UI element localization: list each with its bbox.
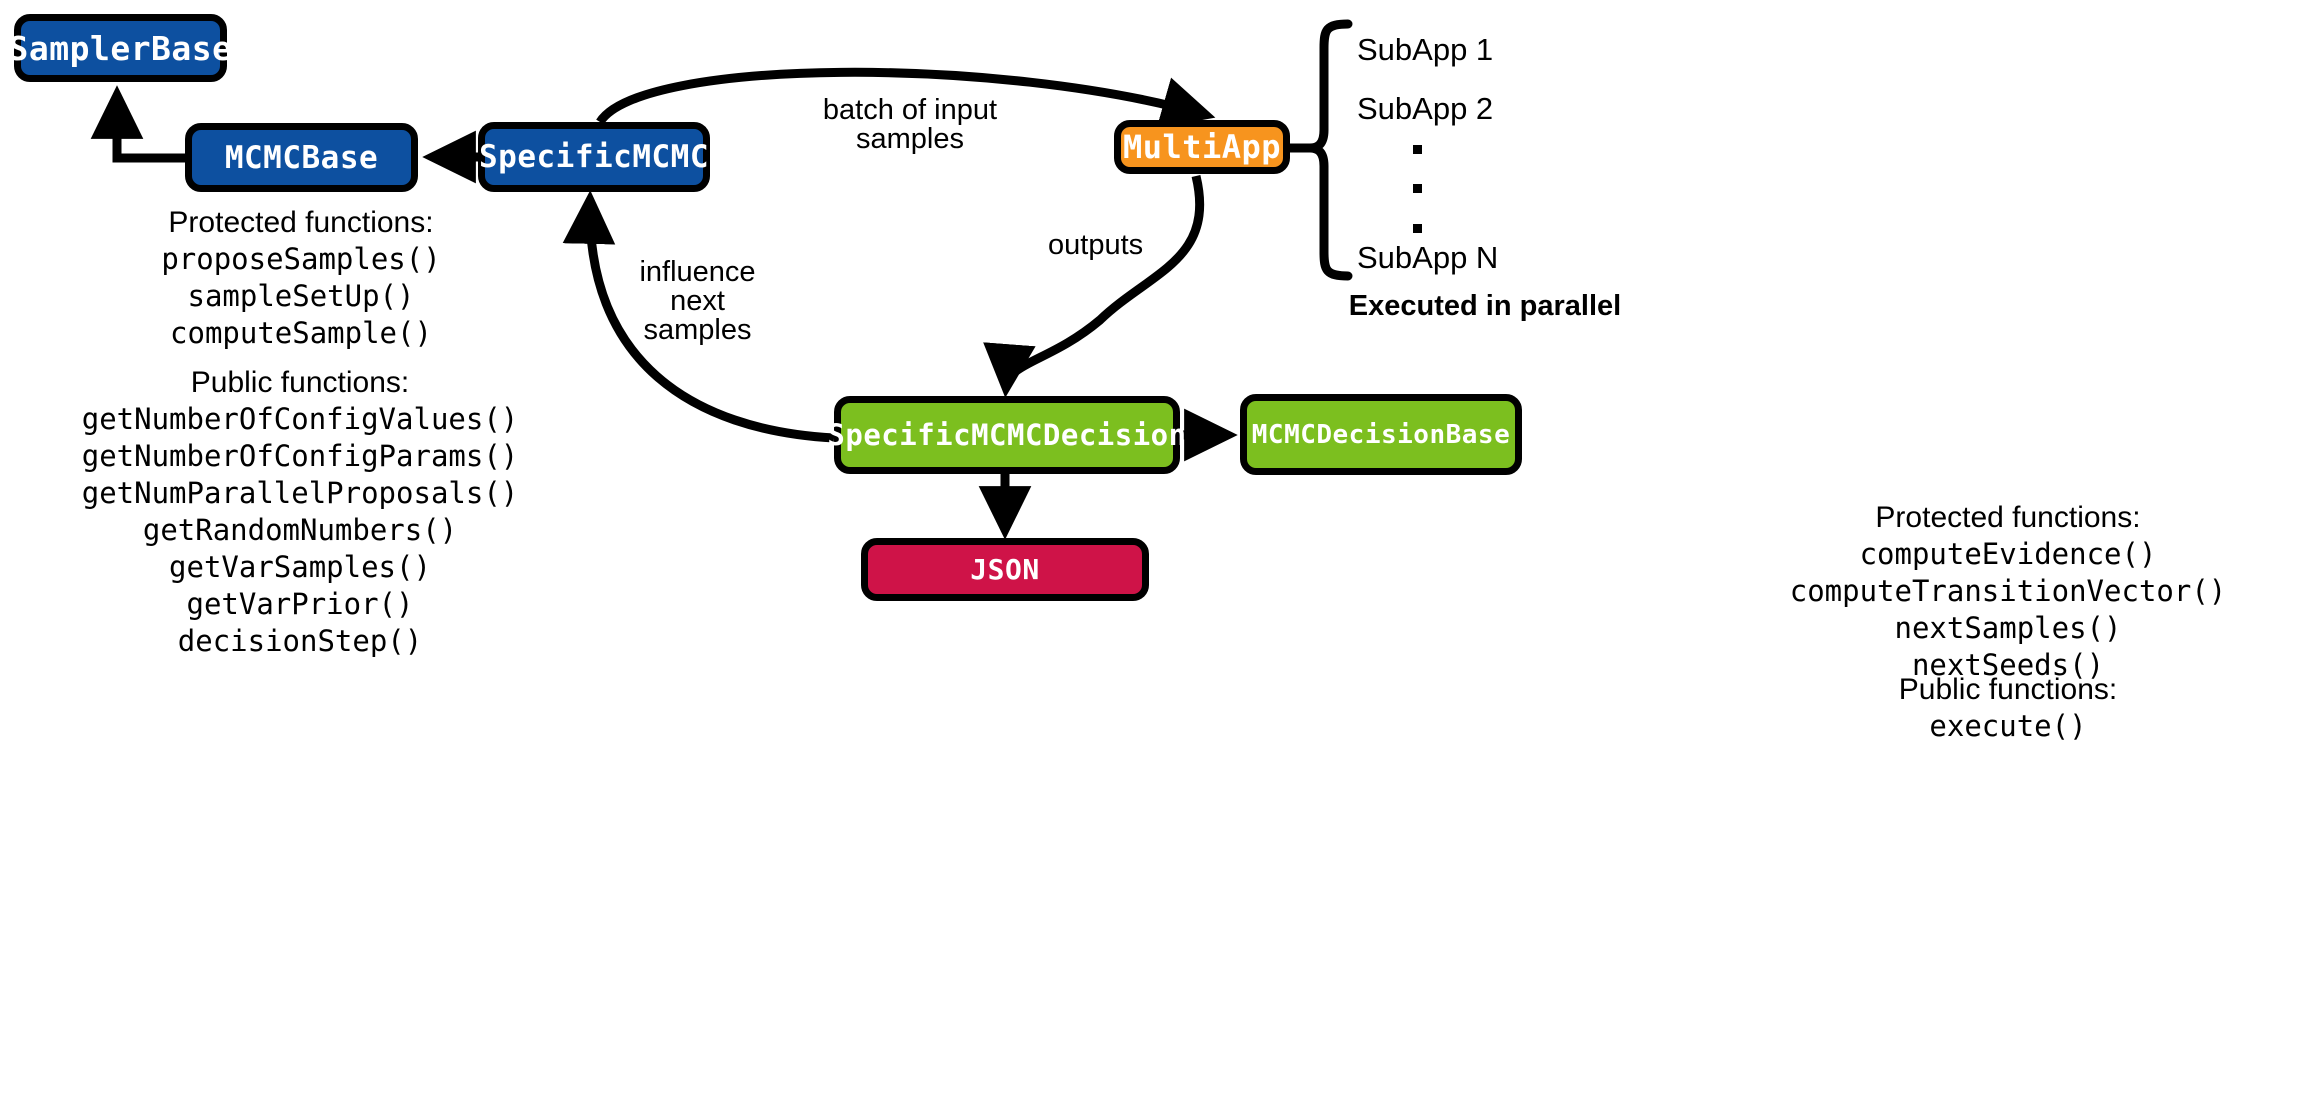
vertical-ellipsis-dot (1413, 184, 1422, 193)
vertical-ellipsis-dot (1413, 145, 1422, 154)
mcmc-public-item: getVarSamples() (169, 550, 431, 584)
subapp-item-1: SubApp 1 (1357, 32, 1494, 67)
mcmc-public-heading: Public functions: (190, 366, 410, 399)
vertical-ellipsis-dot (1413, 224, 1422, 233)
decision-public-item: execute() (1929, 709, 2087, 743)
node-sampler-base-label: SamplerBase (8, 28, 233, 68)
subapp-item-2: SubApp 2 (1357, 91, 1494, 126)
mcmc-public-item: getNumberOfConfigValues() (81, 402, 519, 436)
subapp-item-n: SubApp N (1357, 240, 1499, 275)
node-json-label: JSON (970, 553, 1040, 586)
decision-protected-item: computeEvidence() (1859, 537, 2157, 571)
mcmc-public-functions-block: Public functions: getNumberOfConfigValue… (20, 365, 580, 660)
mcmc-protected-item: sampleSetUp() (187, 279, 415, 313)
mcmc-protected-heading: Protected functions: (168, 206, 434, 239)
node-specific-mcmc-label: SpecificMCMC (479, 139, 709, 175)
subapp-brace (1305, 19, 1353, 281)
node-json[interactable]: JSON (861, 538, 1149, 601)
node-specific-mcmc[interactable]: SpecificMCMC (478, 122, 710, 192)
node-specific-mcmc-decision-label: SpecificMCMCDecision (827, 418, 1187, 452)
node-multi-app-label: MultiApp (1122, 128, 1282, 166)
decision-protected-functions-block: Protected functions: computeEvidence() c… (1700, 500, 2316, 684)
arrow-multiapp-to-decision (983, 174, 1205, 398)
decision-public-heading: Public functions: (1898, 673, 2118, 706)
mcmc-public-item: getRandomNumbers() (142, 513, 458, 547)
edge-label-outputs: outputs (1048, 229, 1144, 261)
edge-label-influence-next-samples: influence next samples (639, 256, 756, 346)
node-multi-app[interactable]: MultiApp (1114, 120, 1290, 174)
node-mcmc-decision-base[interactable]: MCMCDecisionBase (1240, 394, 1522, 475)
mcmc-public-item: getNumParallelProposals() (81, 476, 519, 510)
decision-public-functions-block: Public functions: execute() (1700, 672, 2316, 745)
decision-protected-item: nextSamples() (1894, 611, 2122, 645)
node-specific-mcmc-decision[interactable]: SpecificMCMCDecision (827, 396, 1186, 474)
edge-label-batch-of-input-samples: batch of input samples (822, 94, 998, 155)
mcmc-protected-item: proposeSamples() (161, 242, 441, 276)
executed-in-parallel-caption: Executed in parallel (1348, 290, 1622, 322)
mcmc-protected-functions-block: Protected functions: proposeSamples() sa… (56, 205, 546, 352)
node-mcmc-base-label: MCMCBase (224, 139, 379, 176)
mcmc-public-item: decisionStep() (177, 624, 423, 658)
node-mcmc-base[interactable]: MCMCBase (185, 123, 418, 192)
decision-protected-item: computeTransitionVector() (1789, 574, 2227, 608)
mcmc-public-item: getVarPrior() (186, 587, 414, 621)
mcmc-protected-item: computeSample() (170, 316, 432, 350)
node-sampler-base[interactable]: SamplerBase (8, 14, 232, 82)
decision-protected-heading: Protected functions: (1875, 501, 2141, 534)
decision-protected-item: nextSeeds() (1911, 648, 2105, 682)
arrow-mcmcbase-to-samplerbase (90, 85, 185, 163)
mcmc-public-item: getNumberOfConfigParams() (81, 439, 519, 473)
node-mcmc-decision-base-label: MCMCDecisionBase (1251, 419, 1511, 450)
